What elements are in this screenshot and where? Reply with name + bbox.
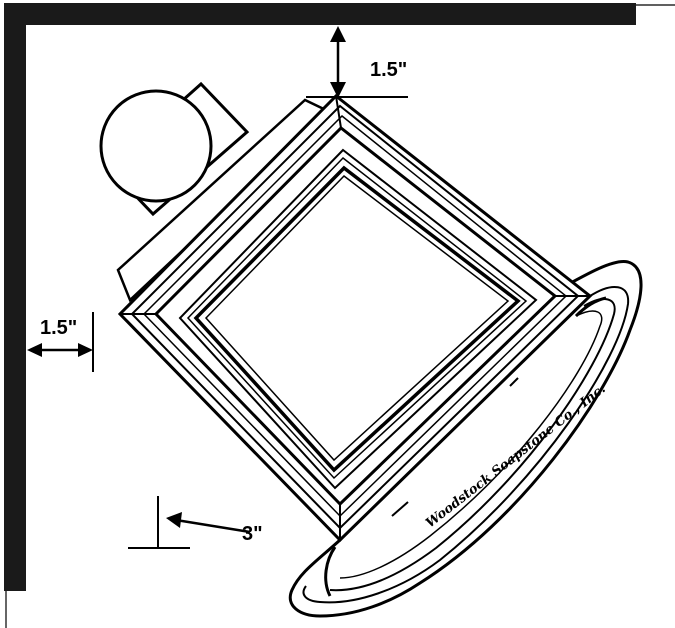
top-wall: [4, 3, 636, 25]
front-clearance-arrowhead: [166, 512, 182, 528]
skirt-contour-1: [302, 285, 630, 604]
skirt-shadow-left: [324, 546, 337, 597]
skirt-shadow-right: [574, 296, 607, 318]
front-clearance-label: 3": [242, 523, 263, 545]
stove-glass-inner: [204, 175, 510, 462]
corner-walls: [4, 3, 675, 628]
front-skirt: [288, 260, 643, 618]
stove-edge-shadow-1: [335, 95, 342, 129]
stove-right-trim: [509, 377, 519, 387]
flue-pipe: [99, 81, 250, 217]
front-clearance-dimension: [128, 496, 251, 549]
front-clearance-arrow-shaft: [175, 518, 251, 534]
side-clearance-arrowhead-right: [78, 343, 93, 357]
stove-frame-inner-2: [186, 156, 528, 480]
skirt-outline: [288, 260, 643, 618]
stove-frame-inner-1: [178, 148, 538, 490]
top-clearance-dimension: [306, 26, 408, 98]
stove-glass-window: [193, 165, 521, 473]
stove-front-trim: [391, 501, 409, 517]
side-clearance-label: 1.5": [40, 317, 77, 339]
stove-body: [117, 93, 593, 543]
left-wall: [4, 3, 26, 591]
side-clearance-dimension: [27, 312, 94, 372]
top-clearance-arrowhead-down: [330, 82, 346, 98]
flue-pipe-end: [99, 89, 213, 203]
skirt-contour-3: [339, 310, 603, 579]
top-clearance-arrowhead-up: [330, 26, 346, 42]
side-clearance-arrowhead-left: [27, 343, 42, 357]
skirt-contour-2: [329, 298, 616, 592]
top-clearance-label: 1.5": [370, 59, 407, 81]
